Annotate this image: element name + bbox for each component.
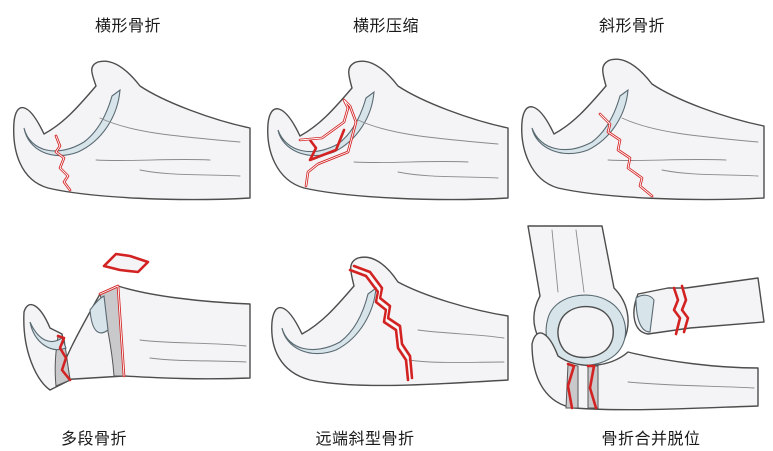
panel-caption-fracture-dislocation: 骨折合并脱位 [601, 429, 701, 448]
olecranon-oblique-fracture-illustration [521, 58, 765, 201]
olecranon-distal-oblique-fracture-illustration [271, 256, 509, 387]
panel-caption-distal-oblique-fracture: 远端斜型骨折 [315, 429, 415, 448]
olecranon-transverse-compression-illustration [267, 60, 509, 201]
olecranon-multisegment-fracture-illustration [23, 252, 251, 391]
panel-caption-transverse-compression: 横形压缩 [352, 16, 419, 35]
panel-caption-multisegment-fracture: 多段骨折 [60, 429, 127, 448]
panel-caption-transverse-fracture: 横形骨折 [94, 16, 161, 35]
olecranon-fracture-dislocation-illustration [527, 225, 765, 411]
olecranon-transverse-fracture-illustration [13, 60, 251, 201]
panel-caption-oblique-fracture: 斜形骨折 [598, 16, 665, 35]
